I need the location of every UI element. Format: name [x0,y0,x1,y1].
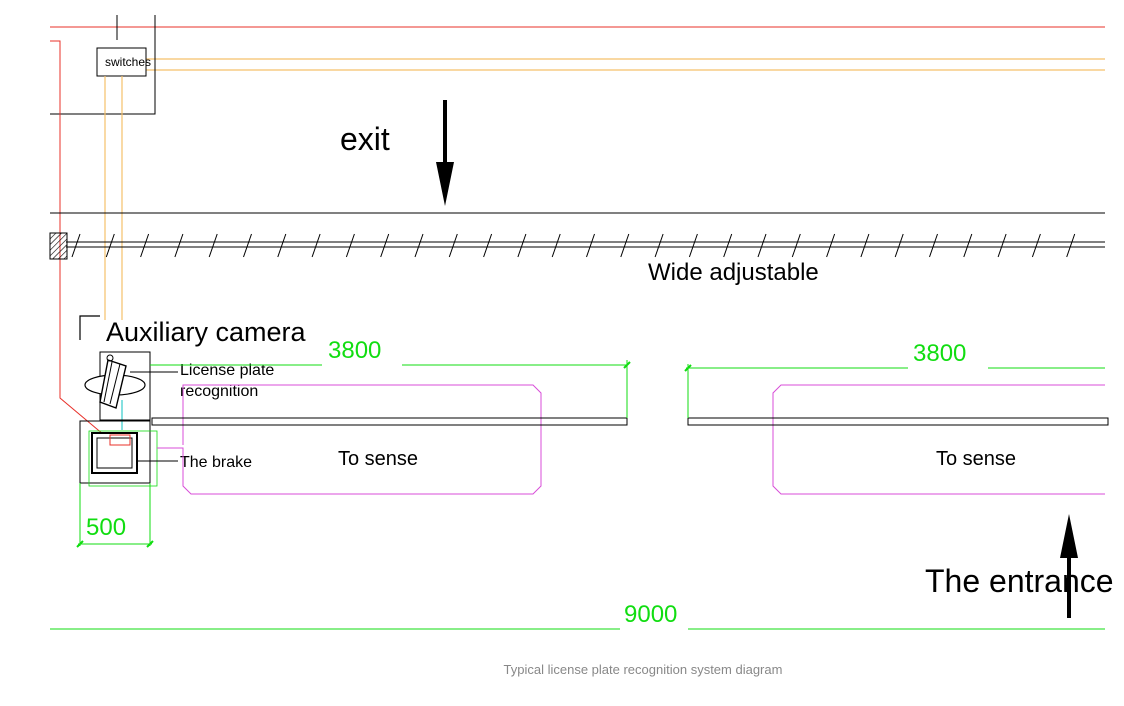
fence-slash [860,233,870,258]
fence-slash [174,233,184,258]
sensing-loop-left [157,384,542,495]
lane-divider-left [151,417,628,426]
booth-outline-right [50,15,156,115]
dim-3800-left: 3800 [328,337,381,364]
fence-slash [586,233,595,258]
fence-slashes [71,233,1076,258]
fence-slash [963,233,973,258]
to-sense-right-label: To sense [936,448,1016,470]
fence-slash [414,233,424,258]
dim-tick-left [623,361,631,369]
fence-slash [208,233,218,258]
auxiliary-camera-label: Auxiliary camera [106,317,307,347]
dim-500-tick-r [146,540,154,548]
dim-tick-right [684,364,692,372]
fence-post [49,232,68,260]
fence-slash [483,233,493,258]
fence-slash [997,233,1007,258]
dim-3800-right: 3800 [913,340,966,367]
fence-slash [345,233,355,258]
fence-slash [826,233,836,258]
power-cable [50,40,111,441]
license-plate-label-1: License plate [180,362,274,379]
diagram-caption: Typical license plate recognition system… [504,662,783,677]
dim-500-tick-l [76,540,84,548]
fence-slash [1031,233,1041,258]
fence-slash [654,233,664,258]
brake-green-dim [88,430,158,487]
fence-slash [1066,233,1076,258]
brake-outer [79,420,151,484]
brake-core [96,437,133,469]
fence-slash [894,233,904,258]
entrance-arrow-head [1060,514,1078,558]
dim-500: 500 [86,514,126,541]
brake-label: The brake [180,454,252,471]
fence-slash [380,233,390,258]
switches-label: switches [105,55,151,69]
fence-slash [517,233,527,258]
fence-slash [929,233,938,258]
exit-label: exit [340,121,390,157]
wide-adjustable-label: Wide adjustable [648,259,819,286]
fence-slash [551,233,561,258]
sensing-loop-right [772,384,1105,495]
fence-slash [277,233,287,258]
fence-slash [757,233,767,258]
fence-slash [723,233,733,258]
fence-slash [791,233,801,258]
entrance-label: The entrance [925,563,1114,599]
license-plate-label-2: recognition [180,383,258,400]
exit-arrow-head [436,162,454,206]
fence-slash [620,233,630,258]
fence-slash [105,233,115,258]
switches-box [96,47,147,77]
fence-slash [243,233,252,258]
fence-slash [71,233,81,258]
fence-slash [140,233,150,258]
fence-slash [448,233,458,258]
to-sense-left-label: To sense [338,448,418,470]
dim-9000: 9000 [624,601,677,628]
fence-slash [311,233,321,258]
fence-slash [688,233,698,258]
camera-bracket [79,315,100,340]
camera-icon [99,354,127,409]
brake-red-mark [109,434,131,446]
lane-divider-right [687,417,1109,426]
